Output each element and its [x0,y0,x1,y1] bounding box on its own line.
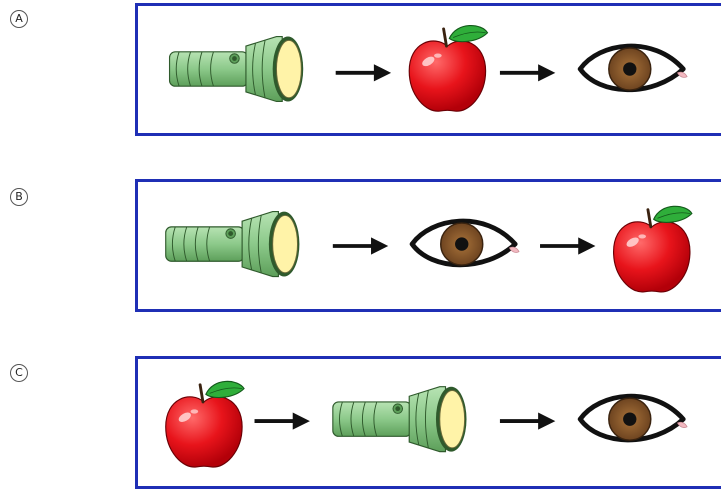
eye-icon [580,46,687,90]
apple-icon [407,24,489,113]
option-a-diagram [168,24,721,113]
apple-icon [164,379,246,469]
flashlight-icon [168,35,304,103]
arrow-icon [498,62,558,84]
option-a-radio[interactable]: A [10,10,28,28]
eye-icon [580,396,687,440]
option-c-panel[interactable] [135,356,721,489]
flashlight-icon [165,211,300,278]
option-c-diagram [164,379,721,469]
eye-icon [412,221,519,265]
arrow-icon [538,235,598,257]
option-b-panel[interactable] [135,179,721,312]
arrow-icon [333,62,393,84]
option-c-radio[interactable]: C [10,364,28,382]
arrow-icon [498,410,558,432]
option-b-diagram [165,204,694,294]
arrow-icon [252,410,312,432]
arrow-icon [330,235,391,257]
apple-icon [612,204,694,294]
option-a-panel[interactable] [135,3,721,136]
flashlight-icon [332,386,468,453]
option-b-radio[interactable]: B [10,188,28,206]
